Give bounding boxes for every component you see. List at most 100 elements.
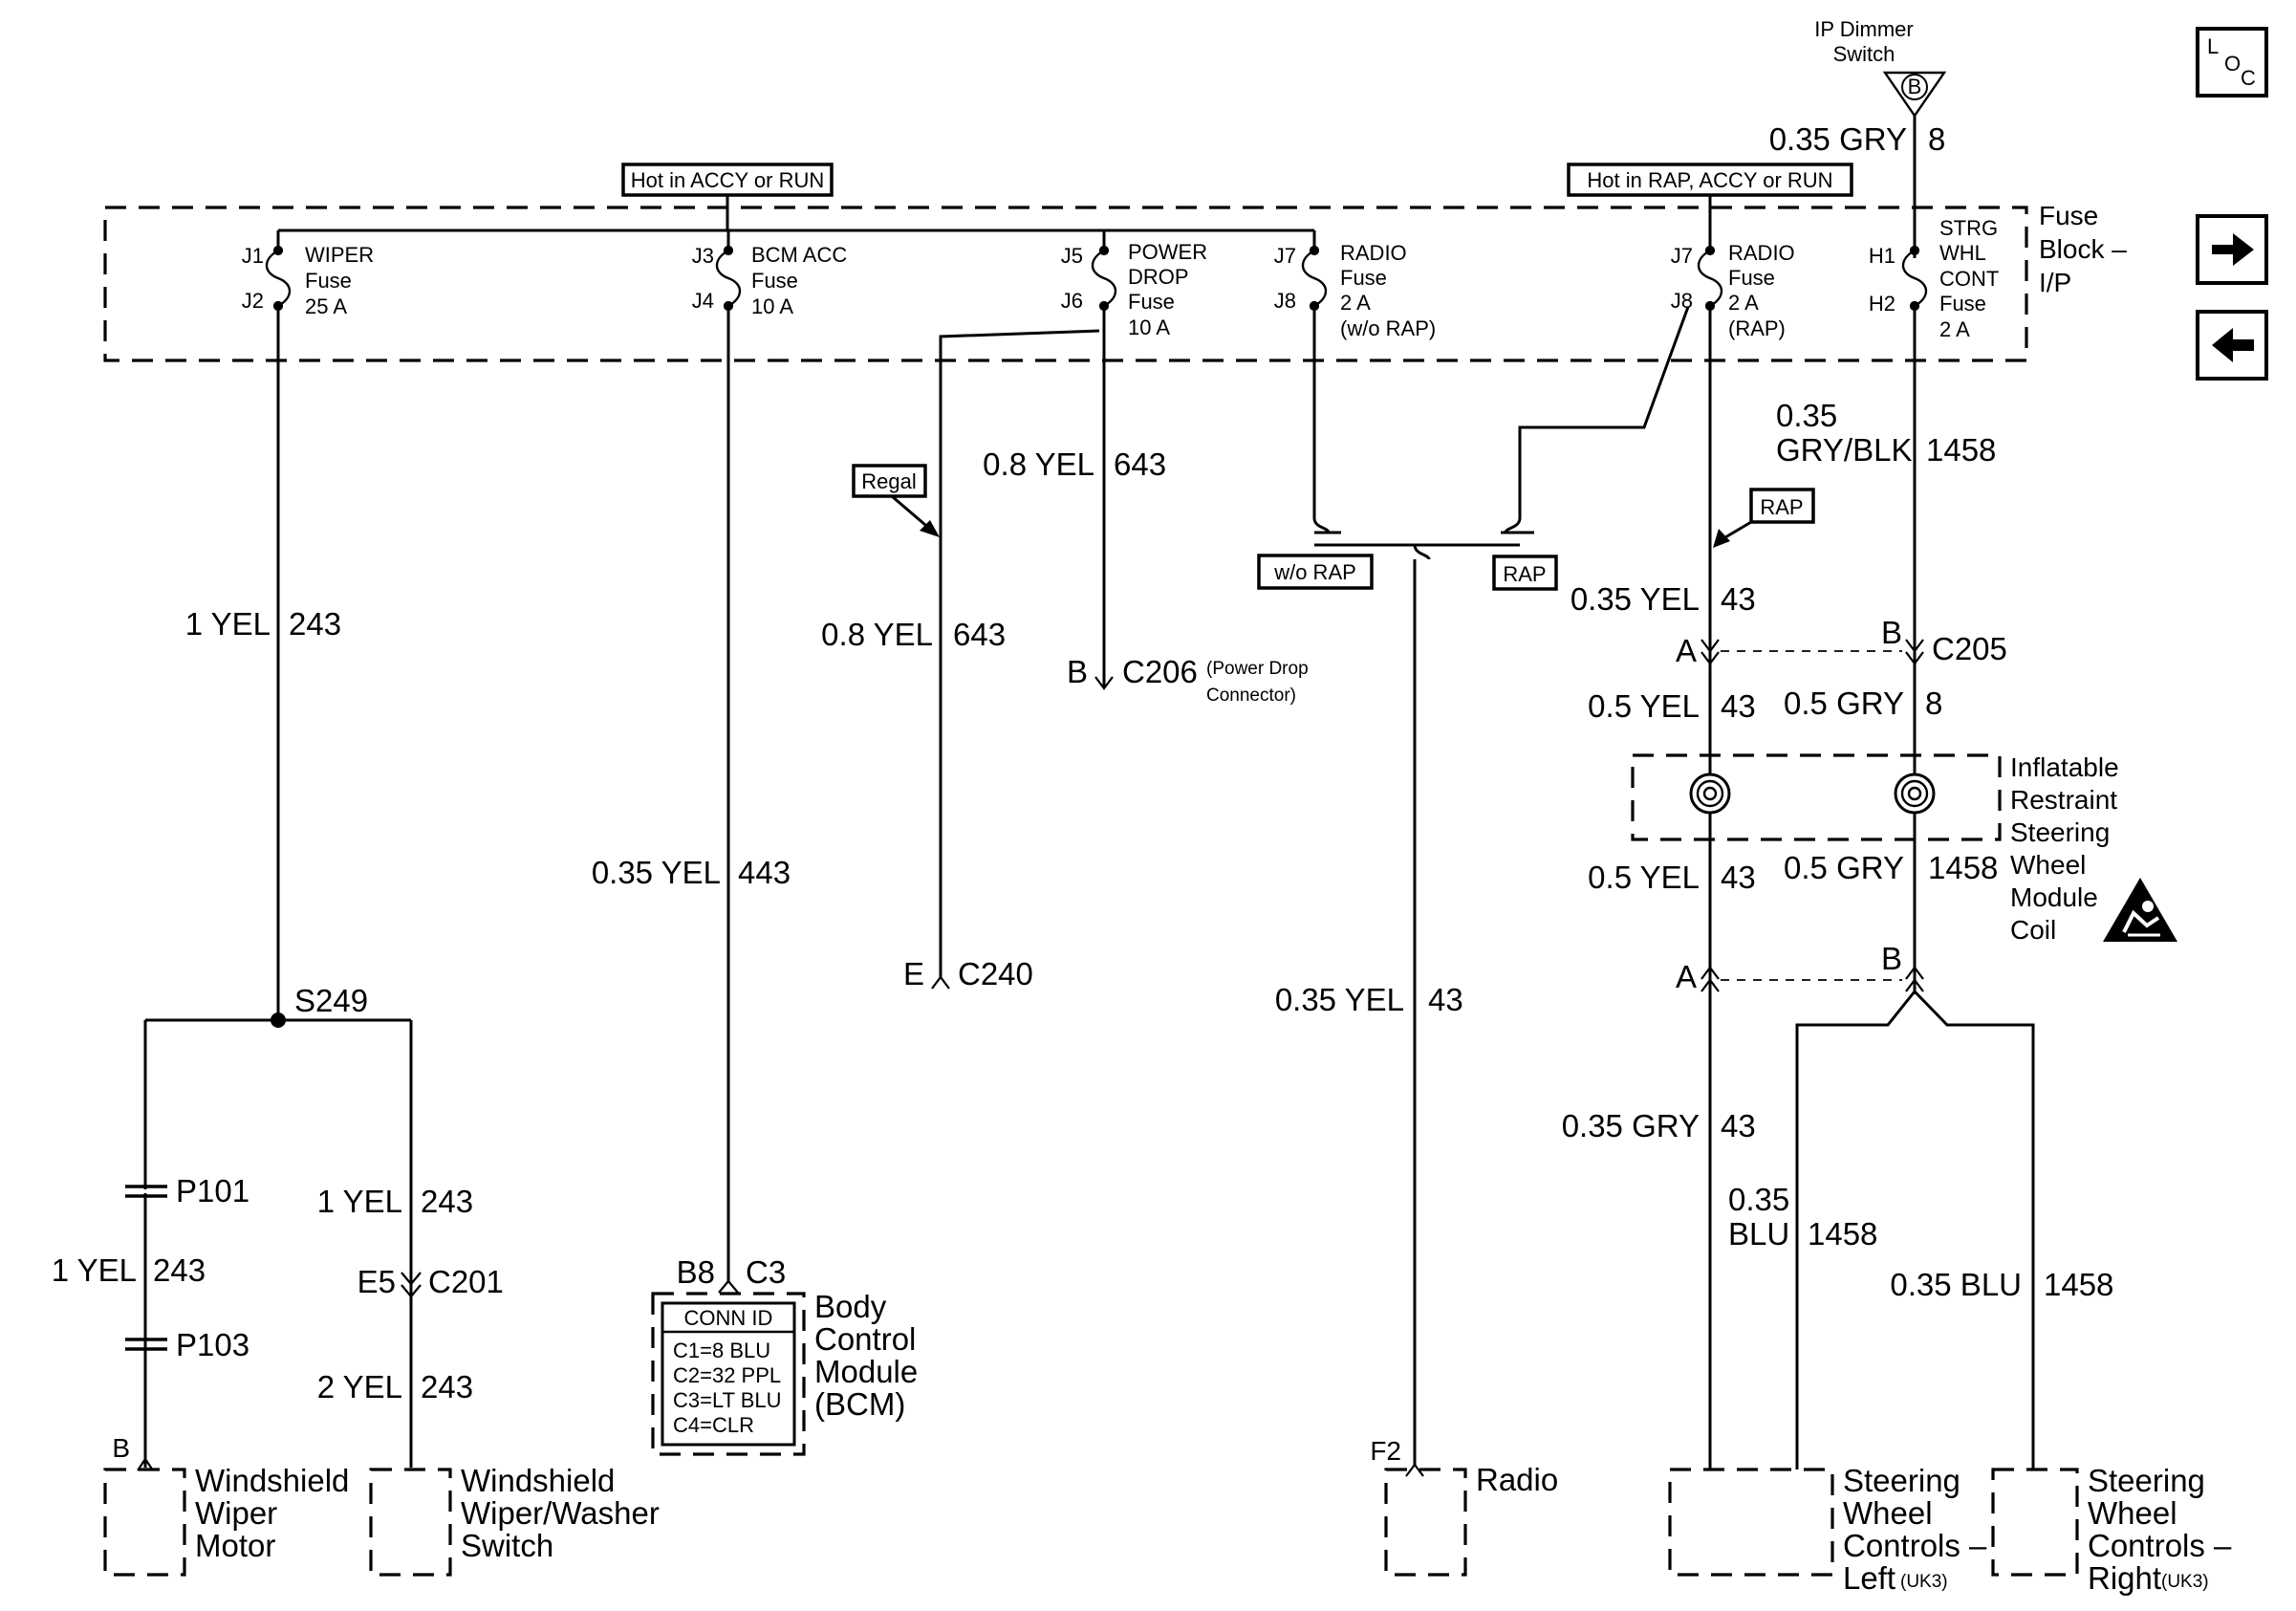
- fuse-block-label-1: Fuse: [2039, 201, 2098, 230]
- c201-pin: E5: [357, 1264, 396, 1299]
- wire-switch-lower-circuit: 243: [421, 1369, 473, 1404]
- p103-label: P103: [176, 1327, 249, 1362]
- coil-label-1: Inflatable: [2010, 752, 2119, 782]
- wire-switch-upper-circuit: 243: [421, 1184, 473, 1219]
- washer-switch-label-3: Switch: [461, 1528, 553, 1563]
- svg-text:J7: J7: [1274, 244, 1296, 268]
- previous-page-arrow-icon[interactable]: [2196, 310, 2268, 381]
- svg-text:(RAP): (RAP): [1728, 316, 1786, 340]
- coil-b-spiral-icon: [1894, 773, 1936, 815]
- wire-coil-b-out-circuit: 1458: [1928, 850, 1998, 885]
- swc-right-label-2: Wheel: [2088, 1495, 2177, 1531]
- loc-icon[interactable]: L O C: [2196, 27, 2268, 98]
- conn-id-row-2: C2=32 PPL: [673, 1363, 781, 1387]
- wire-coil-a-in-size: 0.5 YEL: [1588, 688, 1700, 724]
- airbag-warning-icon: [2103, 878, 2177, 942]
- svg-text:J8: J8: [1274, 289, 1296, 313]
- wiper-motor-label-2: Wiper: [195, 1495, 277, 1531]
- wire-radio-size: 0.35 YEL: [1275, 982, 1404, 1017]
- svg-text:Fuse: Fuse: [751, 269, 798, 293]
- radio-pin: F2: [1370, 1436, 1401, 1466]
- svg-text:H1: H1: [1869, 244, 1895, 268]
- c240-label: C240: [958, 956, 1033, 991]
- wire-strg-size-2: GRY/BLK: [1776, 432, 1912, 468]
- ip-dimmer-triangle-icon: [1882, 71, 1947, 119]
- wire-switch-lower-size: 2 YEL: [317, 1369, 402, 1404]
- wiper-fuse: J1 J2 WIPER Fuse 25 A: [242, 230, 374, 318]
- svg-text:J1: J1: [242, 244, 264, 268]
- wire-switch-upper-size: 1 YEL: [317, 1184, 402, 1219]
- wire-power-drop-circuit: 643: [1114, 446, 1166, 482]
- wire-coil-b-in-size: 0.5 GRY: [1784, 686, 1904, 721]
- wire-swc-right-circuit: 1458: [2044, 1267, 2113, 1302]
- regal-tag-box: [852, 464, 927, 498]
- wire-rap-in-size: 0.35 YEL: [1570, 581, 1700, 617]
- rap-tag-box: [1492, 555, 1558, 591]
- fuse-block-label-2: Block –: [2039, 234, 2127, 264]
- svg-text:CONT: CONT: [1939, 267, 1999, 291]
- splice-s249-label: S249: [294, 983, 368, 1018]
- c206-note-1: (Power Drop: [1206, 659, 1309, 679]
- p103-connector-icon: [125, 1338, 167, 1351]
- svg-text:Fuse: Fuse: [1128, 290, 1175, 314]
- swc-left-outline: [1668, 1468, 1834, 1577]
- swc-left-label-4: Left: [1843, 1560, 1895, 1596]
- wire-coil-a-out-size: 0.5 YEL: [1588, 860, 1700, 895]
- wire-radio-circuit: 43: [1428, 982, 1463, 1017]
- wire-dimmer-size: 0.35 GRY: [1769, 121, 1907, 157]
- svg-text:2 A: 2 A: [1939, 317, 1970, 341]
- wire-wiper-size: 1 YEL: [185, 606, 271, 642]
- svg-text:10 A: 10 A: [1128, 316, 1170, 339]
- rap-tag: RAP: [1503, 562, 1546, 586]
- bcm-label-2: Control: [814, 1321, 916, 1357]
- swc-left-option: (UK3): [1900, 1572, 1948, 1592]
- bcm-label-1: Body: [814, 1289, 887, 1324]
- swc-left-label-2: Wheel: [1843, 1495, 1933, 1531]
- svg-text:H2: H2: [1869, 292, 1895, 316]
- wiper-motor-label-1: Windshield: [195, 1463, 349, 1498]
- svg-text:BCM ACC: BCM ACC: [751, 243, 847, 267]
- conn-id-row-1: C1=8 BLU: [673, 1339, 770, 1362]
- wo-rap-tag: w/o RAP: [1273, 560, 1356, 584]
- svg-text:STRG: STRG: [1939, 216, 1998, 240]
- conn-id-row-4: C4=CLR: [673, 1413, 754, 1437]
- hot-rap-box: [1567, 163, 1853, 197]
- wire-strg-size-1: 0.35: [1776, 398, 1837, 433]
- next-page-arrow-icon[interactable]: [2196, 214, 2268, 285]
- bcm-connector-label: C3: [746, 1254, 786, 1290]
- wire-coil-a-out-circuit: 43: [1721, 860, 1756, 895]
- svg-text:POWER: POWER: [1128, 240, 1207, 264]
- wire-coil-b-in-circuit: 8: [1925, 686, 1942, 721]
- svg-text:O: O: [2224, 52, 2241, 76]
- ip-dimmer-pin: B: [1908, 75, 1922, 98]
- wire-wiper-circuit: 243: [289, 606, 341, 642]
- wire-regal-size: 0.8 YEL: [821, 617, 933, 652]
- rap-upper-tag: RAP: [1760, 495, 1803, 519]
- svg-text:RADIO: RADIO: [1728, 241, 1795, 265]
- wire-swc-gry-size: 0.35 GRY: [1562, 1108, 1700, 1143]
- wire-coil-b-out-size: 0.5 GRY: [1784, 850, 1904, 885]
- hot-accy-run-label: Hot in ACCY or RUN: [631, 168, 825, 192]
- svg-text:J6: J6: [1061, 289, 1083, 313]
- p101-connector-icon: [125, 1185, 167, 1198]
- svg-text:DROP: DROP: [1128, 265, 1189, 289]
- svg-text:C: C: [2241, 66, 2256, 90]
- washer-switch-label-1: Windshield: [461, 1463, 615, 1498]
- wire-swc-left-size-1: 0.35: [1728, 1182, 1789, 1217]
- wiper-motor-outline: [103, 1468, 186, 1577]
- coil-label-6: Coil: [2010, 915, 2056, 945]
- wire-dimmer-circuit: 8: [1928, 121, 1945, 157]
- fuse-block-label-3: I/P: [2039, 268, 2071, 297]
- wire-bcm-size: 0.35 YEL: [592, 855, 721, 890]
- conn-id-box: [661, 1301, 796, 1447]
- coil-label-3: Steering: [2010, 817, 2110, 847]
- swc-right-label-1: Steering: [2088, 1463, 2205, 1498]
- ip-dimmer-label-1: IP Dimmer: [1814, 17, 1914, 41]
- swc-left-label-3: Controls –: [1843, 1528, 1987, 1563]
- svg-text:Fuse: Fuse: [1340, 266, 1387, 290]
- swc-left-label-1: Steering: [1843, 1463, 1960, 1498]
- wo-rap-tag-box: [1257, 554, 1374, 590]
- c205-pin-b: B: [1881, 615, 1902, 650]
- swc-right-option: (UK3): [2161, 1572, 2209, 1592]
